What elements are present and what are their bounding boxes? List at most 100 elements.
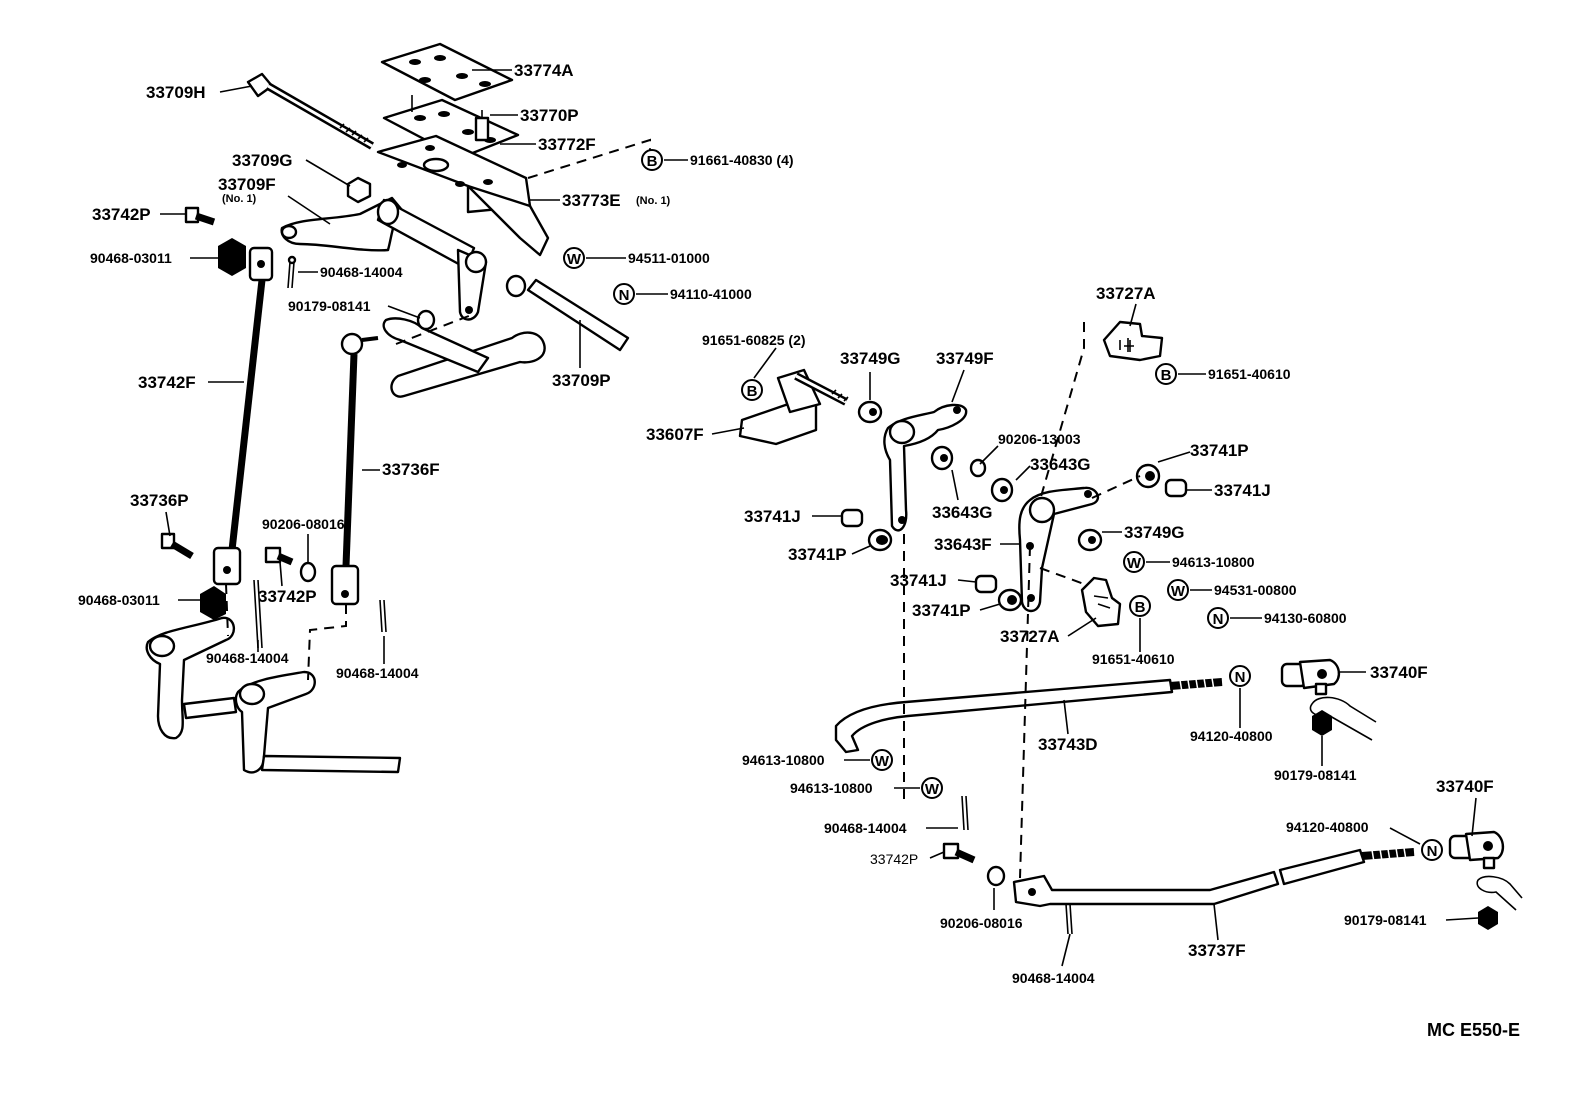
plate-33774A bbox=[380, 42, 514, 102]
leader-lines bbox=[160, 69, 1479, 967]
rod-33737F bbox=[1012, 847, 1415, 908]
label-33773E-no1: (No. 1) bbox=[636, 195, 671, 207]
label-94130-60800: 94130-60800 bbox=[1264, 610, 1347, 626]
label-91651-40610-b: 91651-40610 bbox=[1092, 651, 1175, 667]
label-33749G-b: 33749G bbox=[1124, 523, 1185, 542]
label-33774A: 33774A bbox=[514, 61, 574, 80]
symbol-nut-94130: N bbox=[1207, 607, 1229, 629]
label-33741P-a: 33741P bbox=[1190, 441, 1249, 460]
label-33607F: 33607F bbox=[646, 425, 704, 444]
link-bar bbox=[382, 309, 546, 398]
lever-33709F bbox=[280, 196, 488, 321]
svg-text:W: W bbox=[1127, 555, 1142, 572]
label-33741P-b: 33741P bbox=[788, 545, 847, 564]
label-33742P-low: 33742P bbox=[870, 851, 918, 867]
label-33709F: 33709F bbox=[218, 175, 276, 194]
joint-33740F-low bbox=[1448, 830, 1505, 870]
label-90179-08141-a: 90179-08141 bbox=[288, 298, 371, 314]
joint-33740F-top bbox=[1280, 658, 1341, 696]
label-94511-01000: 94511-01000 bbox=[628, 250, 710, 266]
label-91651-40610-a: 91651-40610 bbox=[1208, 366, 1291, 382]
bushing-33741P-a bbox=[867, 528, 893, 552]
label-33740F-low: 33740F bbox=[1436, 777, 1494, 796]
symbol-bolt-91651-40610-b: B bbox=[1129, 595, 1151, 617]
label-91651-60825: 91651-60825 (2) bbox=[702, 332, 806, 348]
label-33749G-top: 33749G bbox=[840, 349, 901, 368]
label-90468-14004-e: 90468-14004 bbox=[1012, 970, 1095, 986]
bushing-33741P-c bbox=[997, 588, 1023, 612]
lever-33749F bbox=[883, 403, 968, 532]
label-33741P-c: 33741P bbox=[912, 601, 971, 620]
part-labels: 33774A 33709H 33770P 33772F 91661-40830 … bbox=[78, 61, 1494, 986]
bracket-33727A-top bbox=[1102, 320, 1164, 362]
symbol-nut-94120-a: N bbox=[1229, 665, 1251, 687]
label-90468-14004-c: 90468-14004 bbox=[336, 665, 419, 681]
symbol-washer-94511: W bbox=[563, 247, 585, 269]
label-33741J-c: 33741J bbox=[890, 571, 947, 590]
bracket-33773E bbox=[376, 134, 550, 257]
label-90468-14004-a: 90468-14004 bbox=[320, 264, 403, 280]
lever-lower-left-2 bbox=[234, 670, 402, 774]
bushing-33749G-b bbox=[1077, 528, 1103, 552]
lever-33643F bbox=[1018, 486, 1100, 613]
diagram-code: MC E550-E bbox=[1426, 1020, 1520, 1040]
bushing-33643G-a bbox=[930, 445, 954, 471]
label-33770P: 33770P bbox=[520, 106, 579, 125]
nut-33709G bbox=[346, 176, 372, 204]
plate-33772F bbox=[382, 95, 520, 160]
cotter-pins-lower bbox=[253, 579, 387, 649]
label-90206-08016-b: 90206-08016 bbox=[940, 915, 1023, 931]
shaft-33709P bbox=[505, 274, 630, 352]
label-33741J-b: 33741J bbox=[744, 507, 801, 526]
bolt-33742P-top bbox=[184, 206, 216, 226]
rod-33743D bbox=[834, 677, 1223, 754]
svg-text:W: W bbox=[567, 251, 582, 268]
label-90468-14004-b: 90468-14004 bbox=[206, 650, 289, 666]
label-90179-08141-b: 90179-08141 bbox=[1274, 767, 1357, 783]
cotter-pins-right bbox=[961, 795, 1073, 935]
grommet-90468-03011-top bbox=[218, 238, 246, 276]
label-33736F: 33736F bbox=[382, 460, 440, 479]
svg-text:B: B bbox=[1161, 367, 1172, 384]
label-90179-08141-c: 90179-08141 bbox=[1344, 912, 1427, 928]
washer-90206-08016-low bbox=[986, 865, 1006, 887]
label-33773E: 33773E bbox=[562, 191, 621, 210]
symbol-bolt-91661: B bbox=[641, 149, 663, 171]
label-90206-13003: 90206-13003 bbox=[998, 431, 1081, 447]
label-94120-40800-a: 94120-40800 bbox=[1190, 728, 1273, 744]
label-90468-14004-d: 90468-14004 bbox=[824, 820, 907, 836]
rod-33742F bbox=[212, 246, 274, 586]
bushing-33643G-b bbox=[990, 477, 1014, 503]
label-33727A-low: 33727A bbox=[1000, 627, 1060, 646]
grommet-90468-03011-low bbox=[200, 586, 226, 620]
svg-text:N: N bbox=[1427, 843, 1438, 860]
label-33741J-a: 33741J bbox=[1214, 481, 1271, 500]
symbol-washer-94613-b: W bbox=[871, 749, 893, 771]
bushing-33741P-b bbox=[1135, 463, 1161, 489]
symbol-washer-94613-a: W bbox=[1123, 551, 1145, 573]
label-33740F-top: 33740F bbox=[1370, 663, 1428, 682]
label-33772F: 33772F bbox=[538, 135, 596, 154]
label-33727A-top: 33727A bbox=[1096, 284, 1156, 303]
symbol-washer-94613-c: W bbox=[921, 777, 943, 799]
label-33737F: 33737F bbox=[1188, 941, 1246, 960]
label-94613-10800-a: 94613-10800 bbox=[1172, 554, 1255, 570]
label-33743D: 33743D bbox=[1038, 735, 1098, 754]
label-33709H: 33709H bbox=[146, 83, 206, 102]
washer-90206-13003 bbox=[969, 458, 987, 478]
collar-33741J-c bbox=[974, 574, 998, 594]
label-90206-08016-a: 90206-08016 bbox=[262, 516, 345, 532]
svg-text:N: N bbox=[1235, 669, 1246, 686]
bolt-33736P bbox=[160, 532, 194, 560]
svg-text:B: B bbox=[1135, 599, 1146, 616]
bolt-33709H bbox=[246, 72, 374, 150]
label-91661-40830: 91661-40830 (4) bbox=[690, 152, 794, 168]
symbol-nut-94120-b: N bbox=[1421, 839, 1443, 861]
label-94613-10800-c: 94613-10800 bbox=[790, 780, 873, 796]
symbol-nut-94110: N bbox=[613, 283, 635, 305]
rod-33736F bbox=[330, 332, 379, 606]
label-90468-03011-top: 90468-03011 bbox=[90, 250, 172, 266]
label-33709F-no1: (No. 1) bbox=[222, 193, 257, 205]
collar-33741J-b bbox=[1164, 478, 1188, 498]
